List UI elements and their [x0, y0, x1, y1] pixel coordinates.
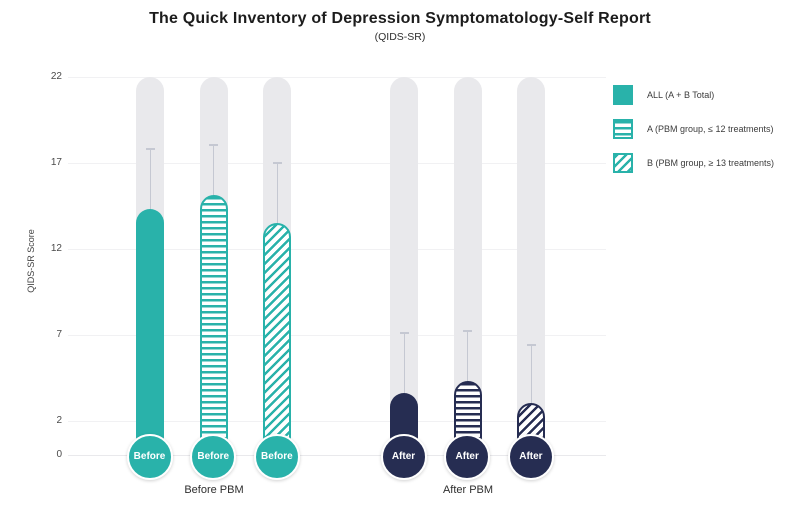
y-tick-17: 17	[50, 156, 62, 168]
chart-title: The Quick Inventory of Depression Sympto…	[149, 10, 651, 27]
error-bar-cap	[463, 330, 473, 333]
y-tick-7: 7	[56, 328, 62, 340]
legend-swatch-hstripes-icon	[613, 119, 633, 139]
error-bar-cap	[145, 147, 155, 150]
gridline-2	[68, 420, 606, 422]
bar-marker-circle: After	[507, 433, 554, 480]
gridline-0	[68, 455, 606, 456]
error-bar-cap	[399, 331, 409, 334]
x-axis-group-label-after: After PBM	[442, 484, 494, 496]
legend-label: B (PBM group, ≥ 13 treatments)	[647, 158, 774, 168]
y-axis-title: QIDS-SR Score	[26, 229, 36, 293]
error-bar	[467, 331, 469, 386]
error-bar-cap	[272, 161, 282, 164]
legend-label: ALL (A + B Total)	[647, 90, 715, 100]
bar-before-series-2	[263, 222, 292, 446]
error-bar-cap	[526, 343, 536, 346]
error-bar	[276, 162, 278, 227]
gridline-12	[68, 248, 606, 250]
error-bar	[403, 332, 405, 398]
chart-subtitle: (QIDS-SR)	[374, 31, 426, 43]
y-tick-2: 2	[56, 414, 62, 426]
legend: ALL (A + B Total) A (PBM group, ≤ 12 tre…	[613, 85, 774, 187]
legend-swatch-solid-icon	[613, 85, 633, 105]
y-tick-12: 12	[50, 242, 62, 254]
error-bar	[213, 145, 215, 200]
y-tick-22: 22	[50, 70, 62, 82]
bar-marker-circle: Before	[190, 433, 237, 480]
x-axis-group-label-before: Before PBM	[184, 484, 244, 496]
gridline-17	[68, 162, 606, 164]
bar-marker-circle: Before	[253, 433, 300, 480]
legend-item-group-b: B (PBM group, ≥ 13 treatments)	[613, 153, 774, 173]
bar-marker-circle: Before	[126, 433, 173, 480]
bar-marker-circle: After	[380, 433, 427, 480]
legend-label: A (PBM group, ≤ 12 treatments)	[647, 124, 774, 134]
y-tick-0: 0	[56, 449, 62, 460]
legend-item-all: ALL (A + B Total)	[613, 85, 774, 105]
error-bar	[530, 344, 532, 408]
bar-before-series-1	[199, 195, 228, 446]
bar-marker-circle: After	[444, 433, 491, 480]
legend-item-group-a: A (PBM group, ≤ 12 treatments)	[613, 119, 774, 139]
bar-before-series-0	[136, 209, 164, 446]
gridline-7	[68, 334, 606, 336]
legend-swatch-dstripes-icon	[613, 153, 633, 173]
gridline-22	[68, 76, 606, 78]
error-bar	[149, 148, 151, 214]
error-bar-cap	[209, 144, 219, 147]
